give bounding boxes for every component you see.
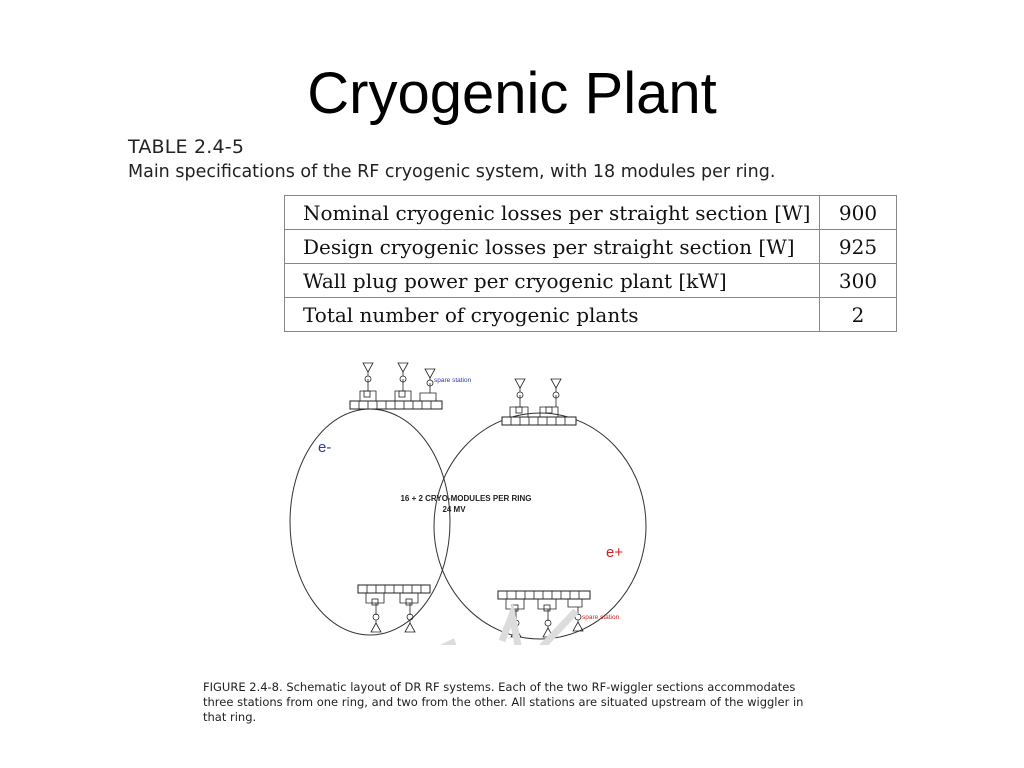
center-label-modules: 16 + 2 CRYO-MODULES PER RING: [400, 494, 531, 503]
spec-table: Nominal cryogenic losses per straight se…: [284, 195, 897, 332]
ring-positron: [433, 412, 647, 640]
watermark-shape: [440, 602, 579, 645]
row-label: Nominal cryogenic losses per straight se…: [284, 195, 820, 230]
row-label: Total number of cryogenic plants: [284, 297, 820, 332]
center-label-voltage: 24 MV: [442, 505, 466, 514]
table-row: Wall plug power per cryogenic plant [kW]…: [284, 263, 897, 298]
spare-station-top-label: spare station: [434, 377, 472, 384]
table-row: Design cryogenic losses per straight sec…: [284, 229, 897, 264]
module-strip-bottom-right: [497, 590, 591, 638]
row-value: 300: [819, 263, 897, 298]
row-label: Design cryogenic losses per straight sec…: [284, 229, 820, 264]
figure-caption-line: FIGURE 2.4-8. Schematic layout of DR RF …: [203, 680, 796, 694]
row-value: 2: [819, 297, 897, 332]
module-strip-bottom-left: [357, 584, 431, 633]
row-label: Wall plug power per cryogenic plant [kW]: [284, 263, 820, 298]
table-row: Nominal cryogenic losses per straight se…: [284, 195, 897, 230]
module-strip-top-left: [349, 362, 443, 410]
ring-positron-label: e+: [606, 544, 623, 561]
figure-caption: FIGURE 2.4-8. Schematic layout of DR RF …: [203, 680, 804, 725]
slide-title: Cryogenic Plant: [307, 61, 717, 126]
figure-caption-line: that ring.: [203, 710, 257, 724]
figure-caption-line: three stations from one ring, and two fr…: [203, 695, 804, 709]
table-row: Total number of cryogenic plants 2: [284, 297, 897, 332]
row-value: 925: [819, 229, 897, 264]
spare-station-bottom-label: spare station: [582, 614, 620, 621]
ring-electron: [289, 408, 451, 636]
row-value: 900: [819, 195, 897, 230]
table-number: TABLE 2.4-5: [128, 136, 245, 158]
rf-layout-diagram: e- e+ 16 + 2 CRYO-MODULES PER RING 24 MV…: [289, 362, 647, 645]
module-strip-top-right: [501, 378, 577, 426]
table-caption: Main specifications of the RF cryogenic …: [128, 162, 776, 182]
ring-electron-label: e-: [318, 439, 331, 456]
